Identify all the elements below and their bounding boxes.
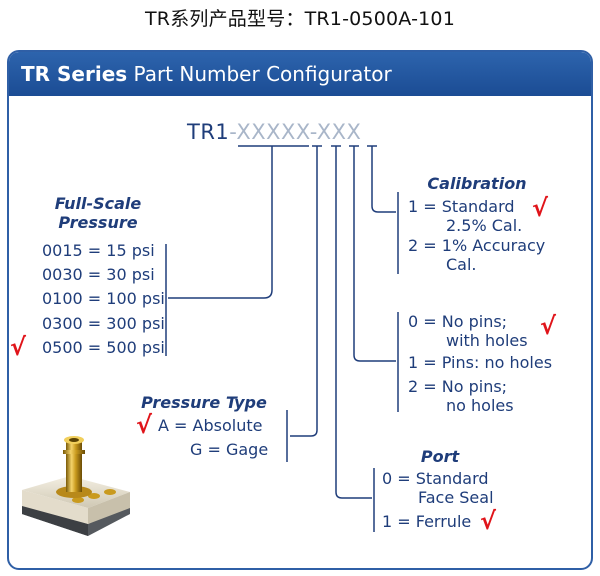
check-mark-pins: √ bbox=[540, 312, 557, 340]
calibration-option-2-line2: Cal. bbox=[446, 255, 477, 274]
configurator-panel: TR Series Part Number Configurator bbox=[7, 50, 593, 570]
pins-option-0-line2: with holes bbox=[446, 331, 528, 350]
port-connector bbox=[335, 146, 372, 499]
pins-option-2: 2 = No pins; bbox=[408, 377, 508, 396]
panel-title-rest: Part Number Configurator bbox=[127, 62, 392, 86]
pressure-heading: Full-Scale Pressure bbox=[38, 194, 158, 232]
pressure-option: 0015 = 15 psi bbox=[42, 241, 155, 260]
cal-connector bbox=[371, 146, 396, 213]
part-number-mask: -XXXXX-XXX bbox=[229, 120, 362, 144]
pins-option-0: 0 = No pins; bbox=[408, 312, 508, 331]
panel-title-bold: TR Series bbox=[21, 62, 128, 86]
part-number-prefix: TR1 bbox=[187, 120, 230, 144]
calibration-option-1: 1 = Standard bbox=[408, 197, 515, 216]
pressure-option: 0300 = 300 psi bbox=[42, 314, 165, 333]
port-option-0: 0 = Standard bbox=[382, 469, 489, 488]
pressure-heading-line2: Pressure bbox=[58, 213, 138, 232]
pins-option-1: 1 = Pins: no holes bbox=[408, 353, 553, 372]
pressure-type-option: G = Gage bbox=[190, 440, 269, 459]
pressure-heading-line1: Full-Scale bbox=[54, 194, 142, 213]
pressure-option: 0030 = 30 psi bbox=[42, 265, 155, 284]
pressure-type-option: A = Absolute bbox=[158, 416, 263, 435]
pressure-sensor-image bbox=[22, 436, 130, 536]
pressure-type-heading: Pressure Type bbox=[141, 393, 267, 412]
panel-header: TR Series Part Number Configurator bbox=[9, 52, 591, 96]
pins-option-2-line2: no holes bbox=[446, 396, 514, 415]
calibration-option-2: 2 = 1% Accuracy bbox=[408, 236, 546, 255]
part-number: TR1-XXXXX-XXX bbox=[187, 120, 361, 144]
port-heading: Port bbox=[420, 447, 460, 466]
page-title: TR系列产品型号：TR1-0500A-101 bbox=[144, 8, 455, 30]
pressure-connector bbox=[168, 146, 273, 299]
type-connector bbox=[290, 146, 318, 437]
check-mark-port: √ bbox=[480, 507, 497, 535]
port-option-0-line2: Face Seal bbox=[418, 488, 494, 507]
calibration-option-1-line2: 2.5% Cal. bbox=[446, 216, 523, 235]
port-option-1: 1 = Ferrule bbox=[382, 512, 472, 531]
check-mark-pressure: √ bbox=[10, 333, 27, 361]
pins-connector bbox=[353, 146, 396, 362]
check-mark-type: √ bbox=[136, 411, 153, 439]
pressure-option: 0100 = 100 psi bbox=[42, 289, 165, 308]
calibration-heading: Calibration bbox=[427, 174, 527, 193]
pressure-option: 0500 = 500 psi bbox=[42, 338, 165, 357]
check-mark-calibration: √ bbox=[532, 194, 549, 222]
